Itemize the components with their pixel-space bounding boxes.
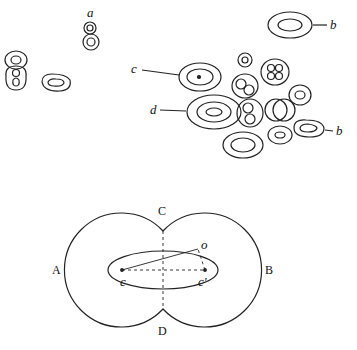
figure-letter: B — [265, 264, 273, 276]
figure-letter: c — [131, 62, 137, 75]
figure-letter: D — [158, 325, 167, 337]
figure-letter: o — [201, 238, 208, 251]
figure-letter: c' — [198, 275, 207, 288]
figure-letter: A — [52, 264, 61, 276]
figure-letter: a — [87, 6, 94, 19]
figure-letter: b — [336, 124, 343, 137]
figure-letter: c — [120, 275, 126, 288]
figure-letter: C — [158, 205, 166, 217]
figure-letter: d — [150, 103, 157, 116]
figure-letter: b — [330, 18, 337, 31]
